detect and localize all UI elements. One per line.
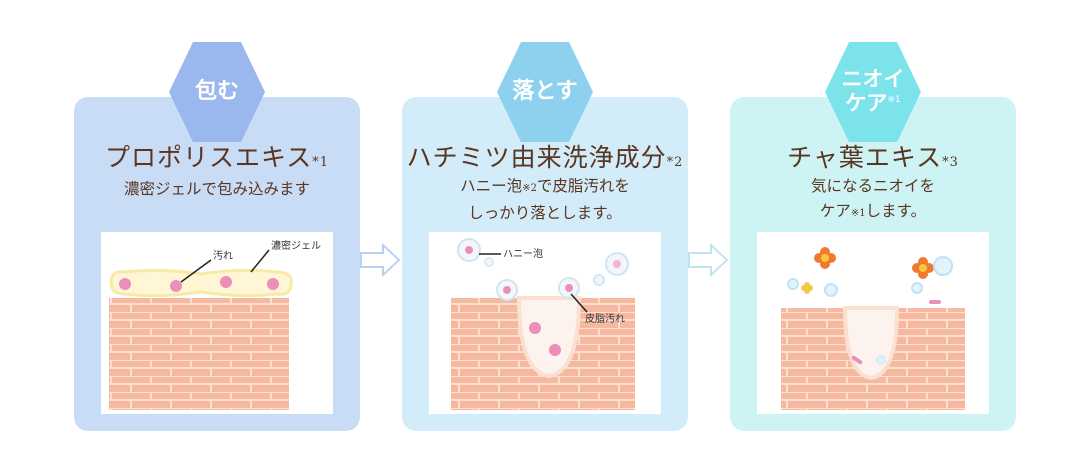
- pore: [516, 296, 582, 379]
- step1-badge-label: 包む: [194, 78, 239, 104]
- step3-title: チャ葉エキス*3: [730, 138, 1016, 174]
- step2-desc-a: ハニー泡: [460, 177, 523, 195]
- step3-badge-line1: ニオイ: [841, 67, 905, 92]
- step2-desc-b: で皮脂汚れを: [536, 177, 630, 195]
- step2-illustration: ハニー泡 皮脂汚れ: [429, 232, 661, 414]
- label-foam: ハニー泡: [503, 247, 543, 260]
- arrow-right-icon: [360, 242, 401, 278]
- step3-desc: 気になるニオイを ケア※1します。: [730, 174, 1016, 226]
- arrow-right-icon: [688, 242, 729, 278]
- bubble-icon: [824, 283, 838, 297]
- label-sebum: 皮脂汚れ: [585, 312, 625, 325]
- skin-layer: [109, 298, 289, 410]
- step2-title: ハチミツ由来洗浄成分*2: [402, 138, 688, 174]
- step3-desc-line1: 気になるニオイを: [810, 177, 935, 195]
- step2-desc-note: ※2: [522, 183, 537, 194]
- step2-desc: ハニー泡※2で皮脂汚れを しっかり落とします。: [402, 174, 688, 226]
- flower-icon: [814, 247, 836, 269]
- step1-title-note: *1: [312, 155, 330, 170]
- step2-title-text: ハチミツ由来洗浄成分: [406, 143, 667, 172]
- step1-desc: 濃密ジェルで包み込みます: [74, 177, 360, 202]
- step3-badge-line2: ケア: [845, 91, 888, 115]
- step3-desc-note: ※1: [850, 208, 866, 219]
- step2-desc-line2: しっかり落とします。: [468, 204, 622, 222]
- step1-title-text: プロポリスエキス: [104, 143, 313, 172]
- step3-title-note: *3: [942, 155, 959, 170]
- step2-badge-label: 落とす: [512, 78, 578, 104]
- step1-desc-line1: 濃密ジェルで包み込みます: [123, 180, 310, 198]
- bubble-icon: [933, 256, 953, 276]
- label-dirt: 汚れ: [213, 249, 233, 262]
- label-gel: 濃密ジェル: [271, 239, 321, 252]
- bubble-icon: [911, 282, 923, 294]
- flower-icon: [801, 282, 813, 294]
- flower-icon: [912, 257, 934, 279]
- step1-title: プロポリスエキス*1: [74, 138, 360, 174]
- step3-illustration: [757, 232, 989, 414]
- step2-title-note: *2: [666, 155, 684, 170]
- step3-title-text: チャ葉エキス: [787, 143, 943, 172]
- step3-desc-b: します。: [865, 202, 927, 220]
- step3-badge-note: ※1: [887, 95, 901, 105]
- step3-desc-a: ケア: [819, 202, 851, 220]
- gel-layer: [109, 268, 293, 298]
- bubble-icon: [787, 278, 799, 290]
- step1-illustration: 汚れ 濃密ジェル: [101, 232, 333, 414]
